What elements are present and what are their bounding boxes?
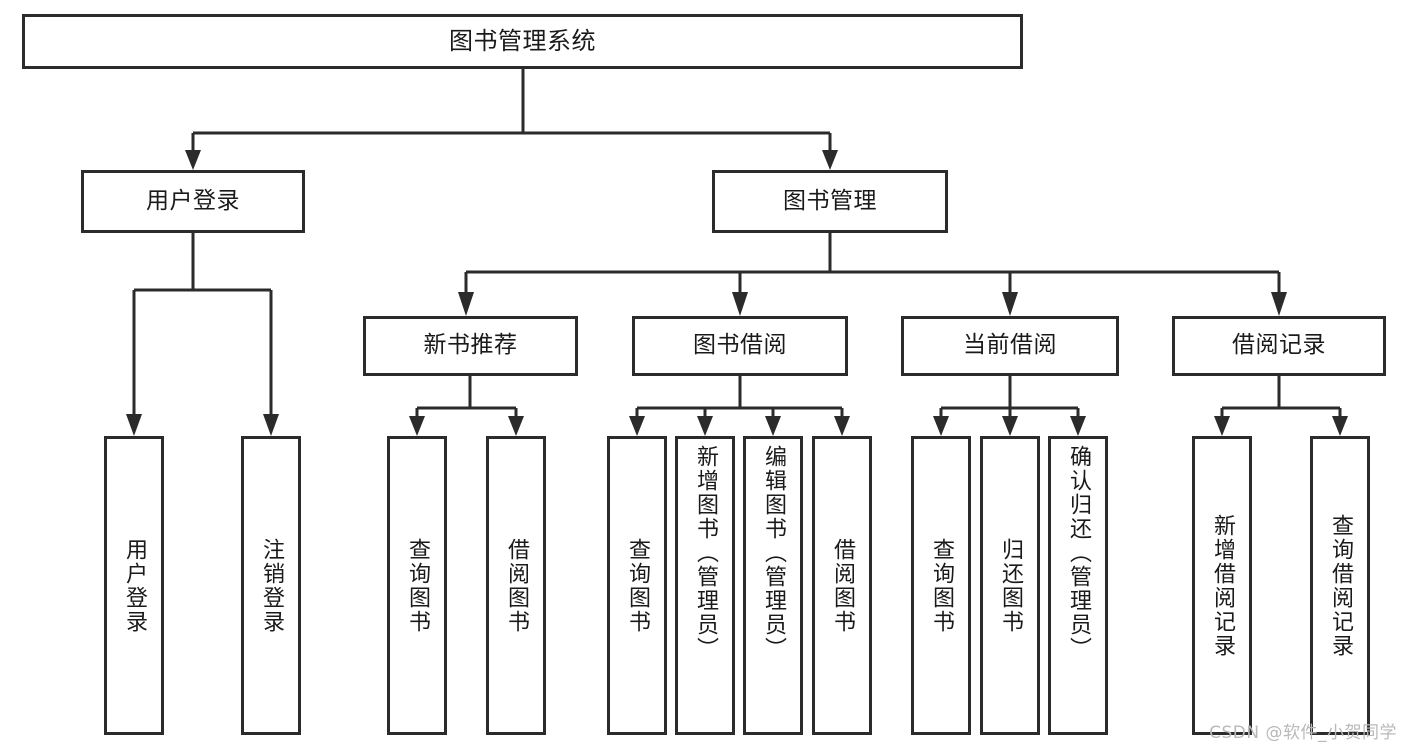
node-leaf-query-book-1[interactable]: 查询图书 bbox=[387, 436, 447, 735]
node-leaf-user-login-label: 用户登录 bbox=[122, 537, 147, 634]
node-new-book-recommend[interactable]: 新书推荐 bbox=[363, 316, 578, 376]
node-leaf-query-book-2[interactable]: 查询图书 bbox=[607, 436, 667, 735]
node-leaf-query-record[interactable]: 查询借阅记录 bbox=[1310, 436, 1370, 735]
node-leaf-confirm-return[interactable]: 确认归还（管理员） bbox=[1048, 436, 1108, 735]
node-leaf-user-login[interactable]: 用户登录 bbox=[104, 436, 164, 735]
csdn-watermark: CSDN @软件_小贺同学 bbox=[1209, 723, 1397, 743]
node-leaf-add-book-label: 新增图书（管理员） bbox=[693, 445, 718, 661]
node-user-login[interactable]: 用户登录 bbox=[81, 170, 305, 233]
node-current-borrow[interactable]: 当前借阅 bbox=[901, 316, 1119, 376]
node-book-manage-label: 图书管理 bbox=[783, 187, 877, 214]
node-leaf-query-book-2-label: 查询图书 bbox=[625, 537, 650, 634]
node-borrow-record-label: 借阅记录 bbox=[1232, 332, 1326, 359]
node-leaf-query-book-1-label: 查询图书 bbox=[405, 537, 430, 634]
node-root-system-label: 图书管理系统 bbox=[449, 27, 596, 56]
node-leaf-query-record-label: 查询借阅记录 bbox=[1328, 513, 1353, 658]
node-leaf-borrow-book-2-label: 借阅图书 bbox=[830, 537, 855, 634]
node-leaf-borrow-book-1[interactable]: 借阅图书 bbox=[486, 436, 546, 735]
node-leaf-edit-book[interactable]: 编辑图书（管理员） bbox=[743, 436, 803, 735]
node-leaf-borrow-book-2[interactable]: 借阅图书 bbox=[812, 436, 872, 735]
node-user-login-label: 用户登录 bbox=[146, 187, 240, 214]
node-leaf-add-book[interactable]: 新增图书（管理员） bbox=[675, 436, 735, 735]
node-leaf-query-book-3[interactable]: 查询图书 bbox=[911, 436, 971, 735]
node-book-manage[interactable]: 图书管理 bbox=[712, 170, 948, 233]
node-leaf-return-book-label: 归还图书 bbox=[998, 537, 1023, 634]
node-leaf-add-record-label: 新增借阅记录 bbox=[1210, 513, 1235, 658]
node-leaf-query-book-3-label: 查询图书 bbox=[929, 537, 954, 634]
node-root-system[interactable]: 图书管理系统 bbox=[22, 14, 1023, 69]
node-leaf-add-record[interactable]: 新增借阅记录 bbox=[1192, 436, 1252, 735]
node-leaf-confirm-return-label: 确认归还（管理员） bbox=[1066, 445, 1091, 661]
node-book-borrow-label: 图书借阅 bbox=[693, 332, 787, 359]
node-leaf-borrow-book-1-label: 借阅图书 bbox=[504, 537, 529, 634]
node-book-borrow[interactable]: 图书借阅 bbox=[632, 316, 848, 376]
node-new-book-recommend-label: 新书推荐 bbox=[423, 332, 518, 359]
node-leaf-user-logout[interactable]: 注销登录 bbox=[241, 436, 301, 735]
node-leaf-user-logout-label: 注销登录 bbox=[259, 537, 284, 634]
node-borrow-record[interactable]: 借阅记录 bbox=[1172, 316, 1386, 376]
node-leaf-return-book[interactable]: 归还图书 bbox=[980, 436, 1040, 735]
node-current-borrow-label: 当前借阅 bbox=[963, 332, 1057, 359]
node-leaf-edit-book-label: 编辑图书（管理员） bbox=[761, 445, 786, 661]
